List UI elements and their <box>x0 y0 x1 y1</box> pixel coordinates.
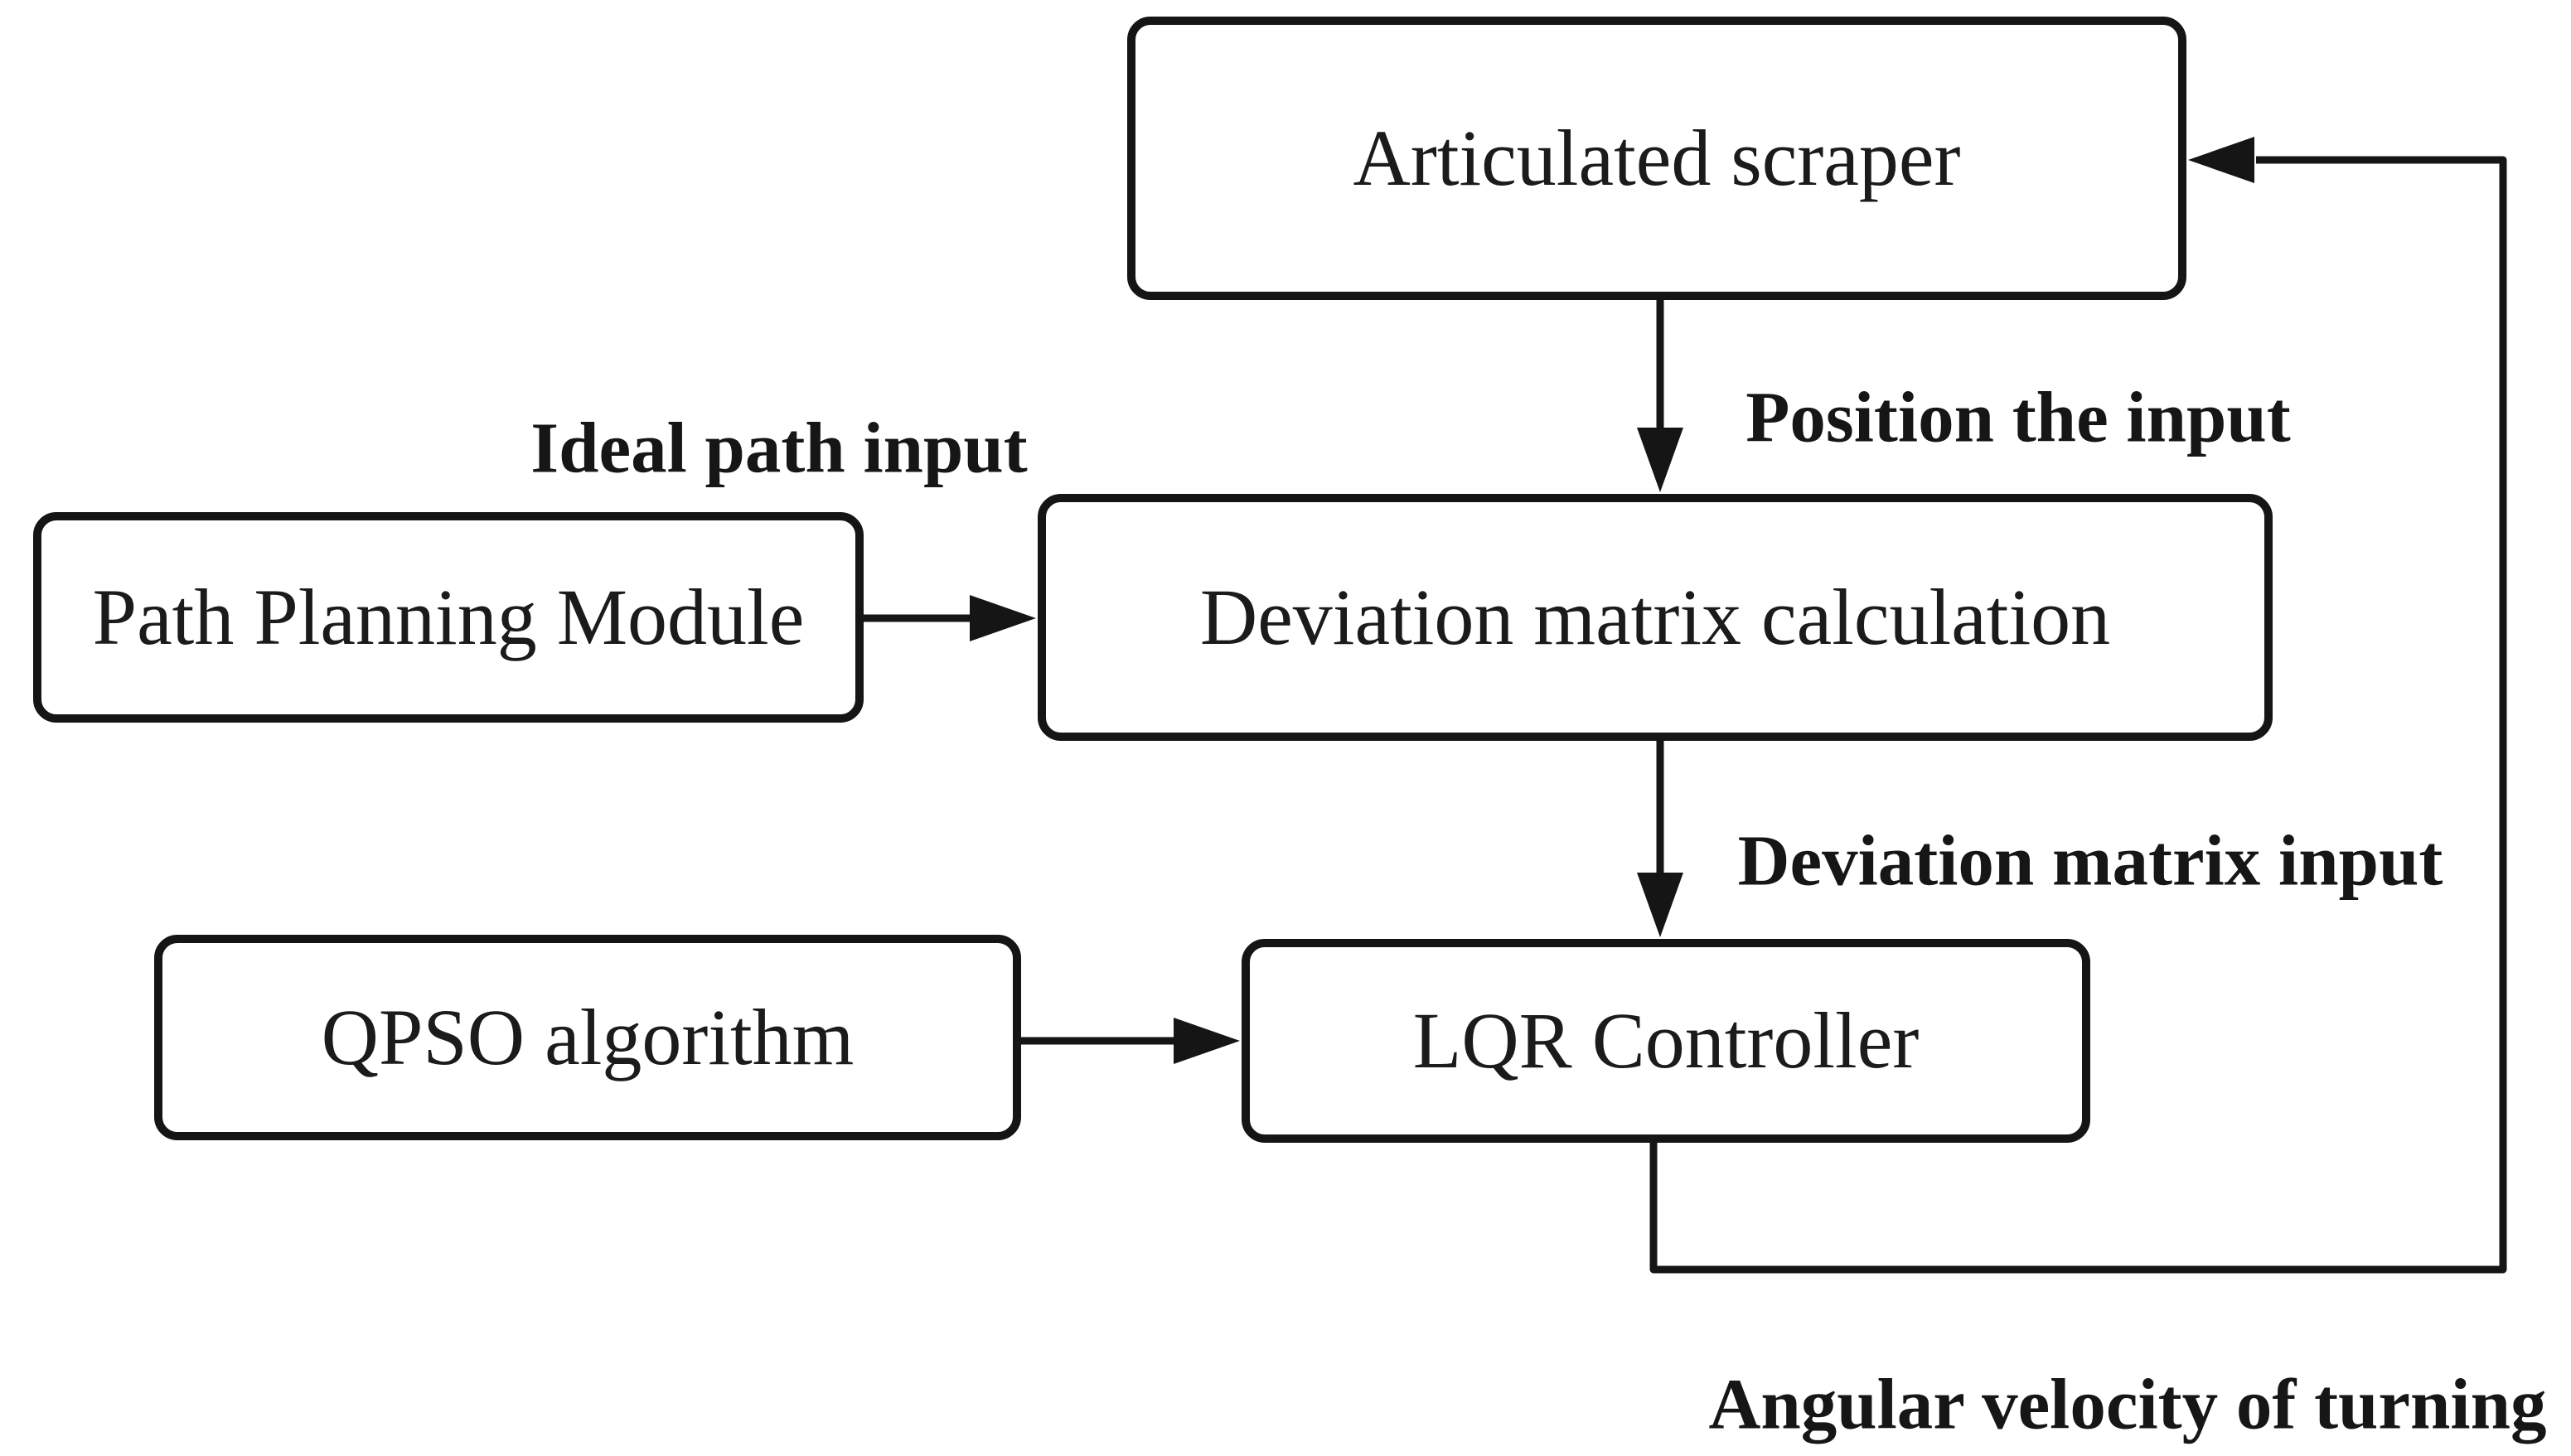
edge-label-deviation-matrix-input: Deviation matrix input <box>1737 820 2443 901</box>
node-path-planning-module: Path Planning Module <box>33 512 864 723</box>
node-articulated-scraper-label: Articulated scraper <box>1353 114 1961 202</box>
node-lqr-controller-label: LQR Controller <box>1412 996 1920 1085</box>
node-qpso-algorithm-label: QPSO algorithm <box>321 993 855 1081</box>
arrowhead-deviation-input-icon <box>1637 873 1683 937</box>
node-qpso-algorithm: QPSO algorithm <box>154 935 1021 1140</box>
feedback-loop-line <box>1649 156 2507 1274</box>
node-articulated-scraper: Articulated scraper <box>1127 17 2186 300</box>
node-lqr-controller: LQR Controller <box>1242 939 2090 1143</box>
node-deviation-matrix-calculation-label: Deviation matrix calculation <box>1199 573 2111 661</box>
arrowhead-ideal-path-icon <box>970 595 1036 641</box>
node-path-planning-module-label: Path Planning Module <box>92 573 805 661</box>
edge-label-ideal-path-input: Ideal path input <box>530 407 1028 488</box>
node-deviation-matrix-calculation: Deviation matrix calculation <box>1038 494 2273 741</box>
edge-label-position-the-input: Position the input <box>1745 376 2291 457</box>
arrowhead-qpso-icon <box>1174 1018 1240 1064</box>
arrowhead-position-input-icon <box>1637 428 1683 492</box>
arrowhead-feedback-icon <box>2188 137 2254 183</box>
edge-label-angular-velocity-of-turning: Angular velocity of turning <box>1708 1363 2547 1444</box>
